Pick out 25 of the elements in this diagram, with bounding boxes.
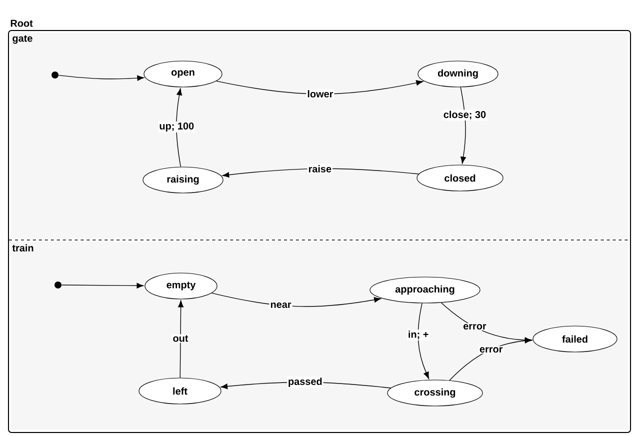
edge-label: out xyxy=(173,335,188,342)
arrow xyxy=(460,86,466,164)
arrow xyxy=(178,300,184,378)
arrow xyxy=(216,80,424,94)
edge-label: in; + xyxy=(408,330,428,340)
initial-dot xyxy=(52,72,58,78)
edge-label: error xyxy=(480,347,503,353)
arrow xyxy=(61,282,144,288)
edge-label: error xyxy=(464,324,486,330)
arrow xyxy=(418,302,430,379)
edge-label: up; 100 xyxy=(160,122,194,132)
region-panel: gate open downing raising closed lower close; 30 raise up; 100 xyxy=(10,32,628,239)
arrow xyxy=(222,168,420,178)
edge-label: near xyxy=(270,302,292,308)
initial-dot xyxy=(54,282,62,288)
arrow xyxy=(211,292,382,307)
region-panel: train empty approaching failed left crossing near in; + passed out error error xyxy=(10,242,628,430)
edge-label: passed xyxy=(288,378,322,387)
edge-label: lower xyxy=(308,90,334,98)
arrow xyxy=(176,88,182,168)
edge-label: close; 30 xyxy=(444,110,486,120)
arrow xyxy=(58,74,144,81)
edge-label: raise xyxy=(308,165,332,172)
node-label: Root xyxy=(10,20,33,27)
container-box: Root gate open downing raising closed lower close; 30 raise up; 100 train empty approaching failed left crossing near in; + passed out error error xyxy=(8,20,631,433)
